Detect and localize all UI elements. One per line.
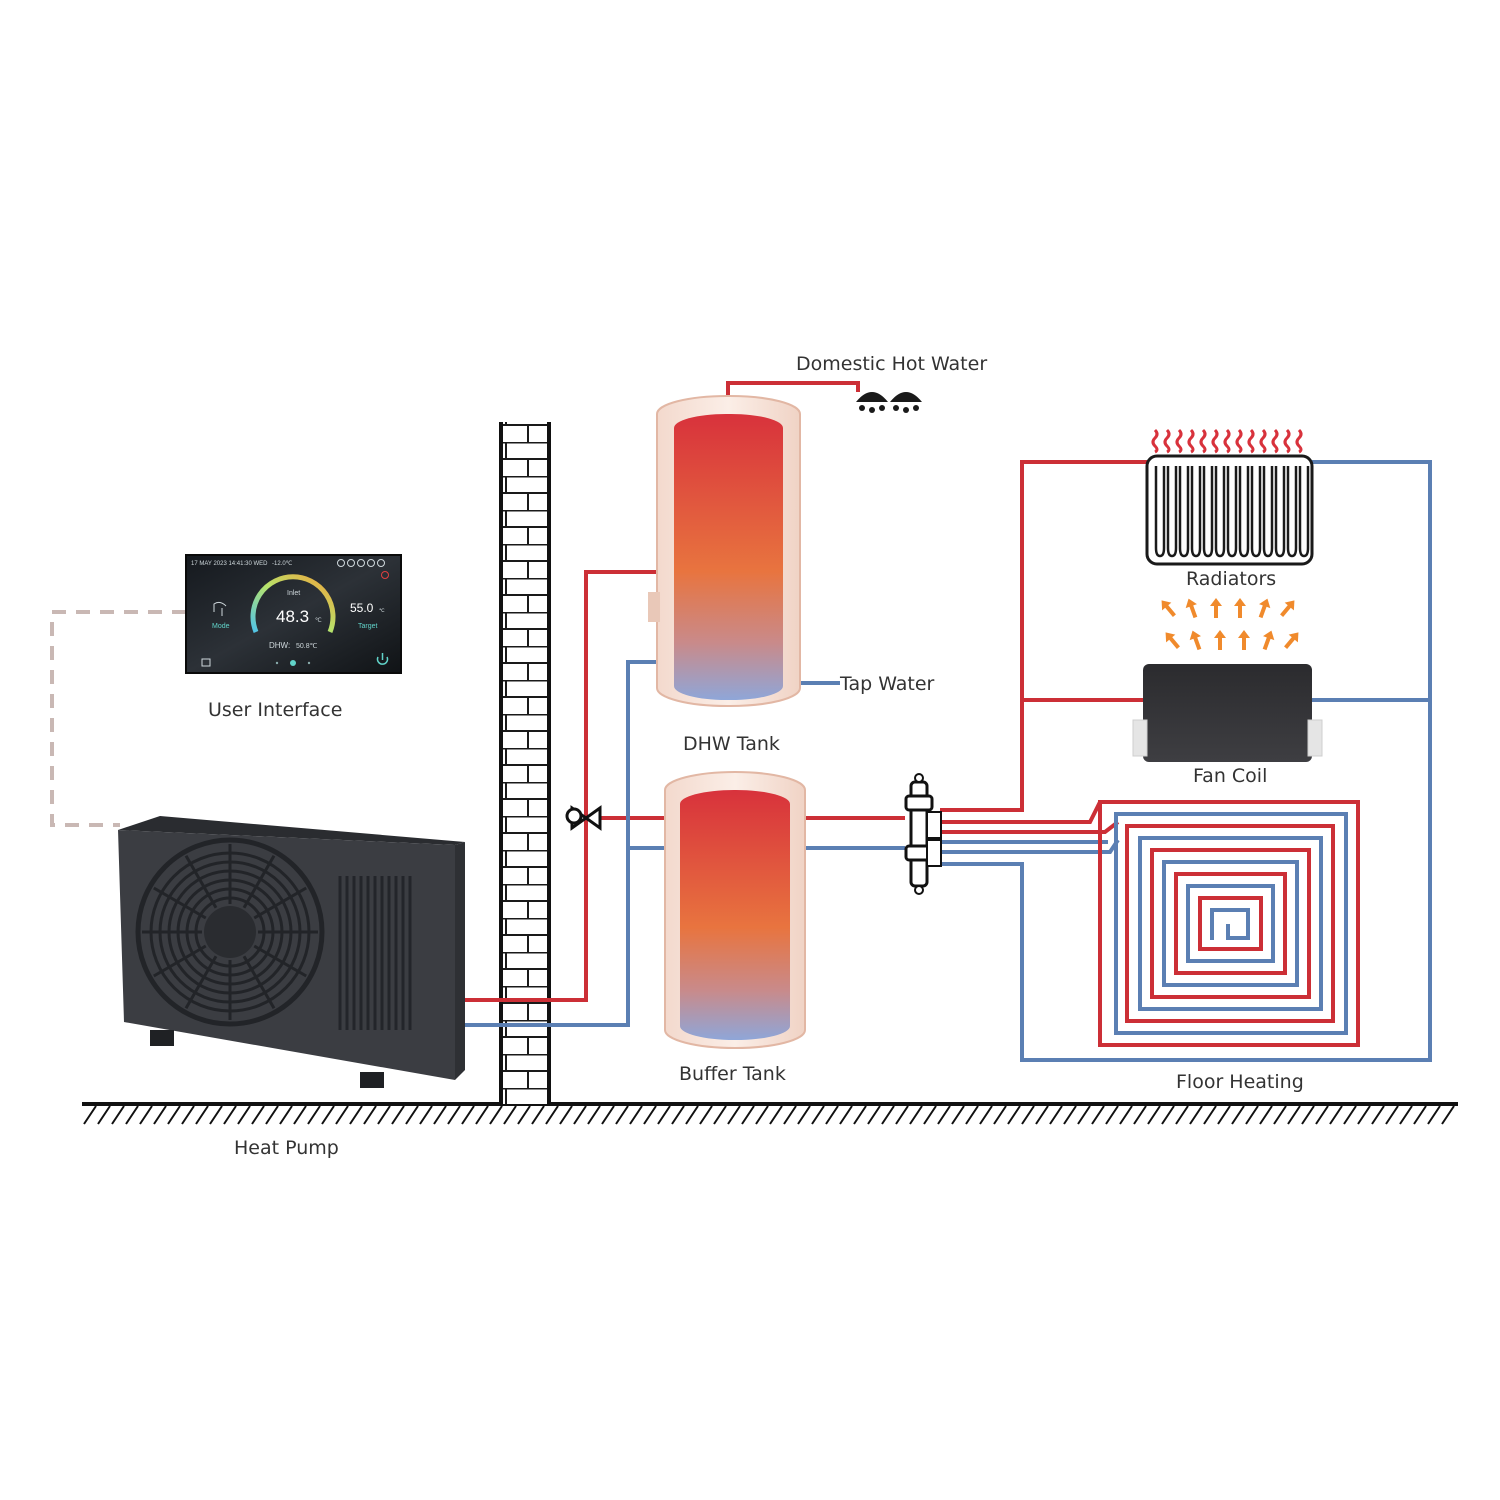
ground-line bbox=[82, 1102, 1458, 1125]
user-interface-label: User Interface bbox=[208, 699, 342, 721]
inlet-temperature: 48.3 bbox=[276, 607, 309, 626]
screen-outdoor-temp: -12.0℃ bbox=[272, 561, 293, 567]
inlet-unit: ℃ bbox=[315, 618, 322, 624]
fan-coil-label: Fan Coil bbox=[1193, 765, 1267, 787]
tap-water-label: Tap Water bbox=[839, 673, 935, 695]
unlock-icon[interactable] bbox=[201, 658, 211, 667]
radiator bbox=[1145, 428, 1314, 566]
mode-label[interactable]: Mode bbox=[212, 623, 230, 630]
fan-coil bbox=[1132, 598, 1323, 762]
page-indicator bbox=[275, 660, 311, 666]
shower-heads bbox=[856, 392, 922, 413]
target-temperature[interactable]: 55.0 bbox=[350, 601, 374, 615]
three-way-valve bbox=[565, 805, 602, 831]
target-label: Target bbox=[358, 623, 378, 630]
floor-supply-pipe-2 bbox=[940, 820, 1120, 834]
dhw-temperature: 50.8℃ bbox=[296, 643, 318, 650]
domestic-hot-water-label: Domestic Hot Water bbox=[796, 353, 987, 375]
heat-pump-supply-pipe bbox=[452, 570, 657, 1002]
dhw-tank bbox=[648, 395, 801, 707]
control-cable bbox=[50, 610, 186, 827]
brick-wall bbox=[499, 422, 551, 1104]
power-icon[interactable] bbox=[376, 653, 389, 665]
buffer-tank-label: Buffer Tank bbox=[679, 1063, 786, 1085]
dhw-label: DHW: bbox=[269, 641, 290, 650]
shower-mode-icon[interactable] bbox=[213, 601, 227, 616]
heat-pump-return-pipe bbox=[452, 660, 657, 1027]
status-icons bbox=[337, 559, 385, 567]
user-interface-screen: 17 MAY 2023 14:41:30 WED -12.0℃ Inlet 48… bbox=[185, 554, 402, 674]
distribution-manifold bbox=[904, 773, 942, 895]
screen-status-bar: 17 MAY 2023 14:41:30 WED bbox=[191, 561, 268, 567]
target-unit: ℃ bbox=[379, 608, 385, 614]
main-return-pipe bbox=[940, 460, 1432, 1062]
heat-wave-icons bbox=[1151, 428, 1303, 454]
heat-pump-label: Heat Pump bbox=[234, 1137, 339, 1159]
airflow-arrow-icons bbox=[1161, 598, 1299, 651]
floor-heating-coil bbox=[1098, 800, 1360, 1047]
buffer-tank bbox=[664, 771, 806, 1049]
floor-heating-label: Floor Heating bbox=[1176, 1071, 1304, 1093]
inlet-label: Inlet bbox=[287, 590, 300, 597]
radiator-supply-pipe bbox=[940, 460, 1147, 812]
radiators-label: Radiators bbox=[1186, 568, 1276, 590]
alarm-icon[interactable] bbox=[381, 571, 389, 579]
temperature-gauge bbox=[250, 574, 336, 633]
heat-pump-unit bbox=[118, 816, 465, 1088]
dhw-tank-label: DHW Tank bbox=[683, 733, 780, 755]
